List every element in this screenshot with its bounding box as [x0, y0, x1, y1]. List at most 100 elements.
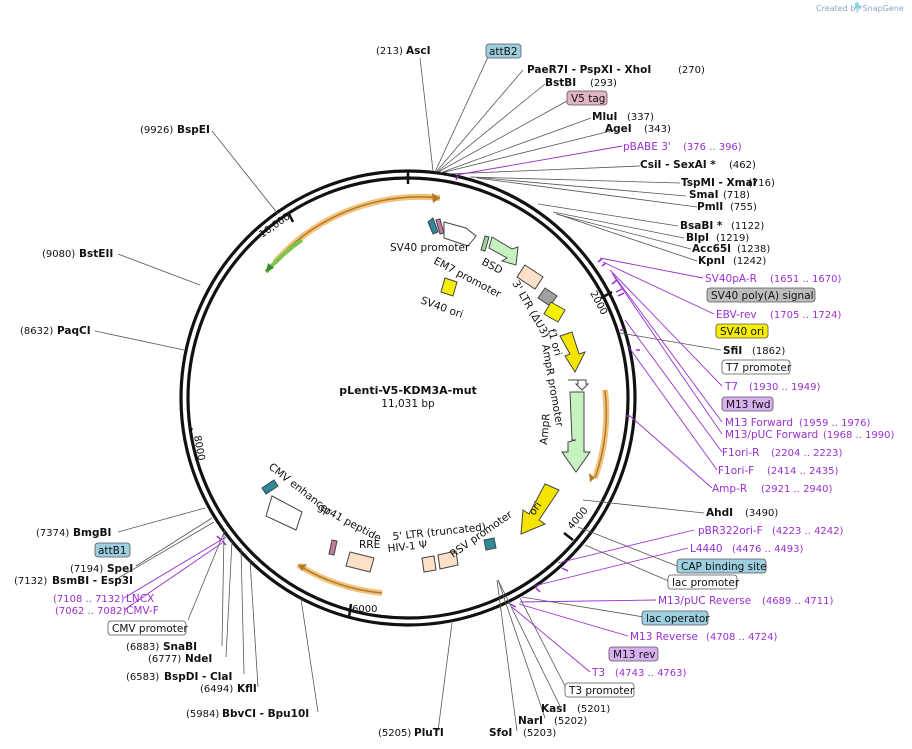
feature-3ltr — [516, 264, 544, 290]
label-cmv-promoter: CMV promoter — [112, 623, 188, 635]
label-bsteii: BstEII — [79, 248, 113, 260]
feature-ori — [520, 483, 560, 535]
feature-cmv-enhancer — [265, 495, 303, 531]
label-sv40pa-r-pos: (1651 .. 1670) — [770, 274, 842, 285]
label-pbr322ori-f: pBR322ori-F — [698, 525, 763, 537]
left-labels: (213) AscI (9926) BspEI (9080) BstEII (8… — [14, 45, 444, 739]
primer-marks — [216, 175, 640, 608]
feature-label-sv40-ori: SV40 ori — [419, 295, 465, 321]
label-amp-r: Amp-R — [712, 483, 747, 495]
label-pbr322ori-f-pos: (4223 .. 4242) — [772, 526, 844, 537]
feature-label-ampr: AmpR — [538, 413, 553, 445]
label-acc65i: Acc65I — [692, 243, 731, 255]
label-m13-puc-forward: M13/pUC Forward — [725, 429, 818, 441]
label-csii-pos: (462) — [729, 160, 756, 171]
orf-arrow-bottom — [298, 564, 307, 571]
label-t7: T7 — [724, 381, 738, 393]
label-kpni-pos: (1242) — [733, 256, 766, 267]
label-bstbi-pos: (293) — [590, 78, 617, 89]
orf-arrow-top — [432, 193, 440, 203]
label-acc65i-pos: (1238) — [737, 244, 770, 255]
feature-hiv-psi — [421, 555, 437, 573]
label-cmv-f-pos: (7062 .. 7082) — [55, 606, 127, 617]
label-paer7i-pos: (270) — [678, 65, 705, 76]
label-bbvci-pos: (5984) — [186, 709, 219, 720]
plasmid-size: 11,031 bp — [381, 398, 435, 410]
label-sv40pa-r: SV40pA-R — [705, 273, 757, 285]
label-kasi: KasI — [541, 703, 566, 715]
label-sfii: SfiI — [723, 345, 742, 357]
label-ndei-pos: (6777) — [148, 654, 181, 665]
label-t3-pos: (4743 .. 4763) — [615, 668, 687, 679]
label-bstbi: BstBI — [545, 77, 576, 89]
label-pmli: PmlI — [697, 201, 723, 213]
feature-bsd — [488, 236, 519, 266]
label-snabi-pos: (6883) — [126, 642, 159, 653]
tick-label-8000: 8000 — [191, 435, 206, 462]
label-sv40-polya: SV40 poly(A) signal — [711, 290, 814, 302]
label-m13-puc-forward-pos: (1968 .. 1990) — [823, 430, 895, 441]
label-cmv-f: CMV-F — [126, 605, 159, 617]
label-pluti-pos: (5205) — [378, 728, 411, 739]
label-csii: CsiI - SexAI * — [640, 159, 716, 171]
label-spei: SpeI — [107, 563, 133, 575]
label-kfli: KflI — [237, 683, 257, 695]
label-m13-fwd: M13 fwd — [726, 399, 771, 411]
label-asci-pos: (213) — [376, 46, 403, 57]
feature-shapes — [261, 217, 591, 573]
label-mlui-pos: (337) — [627, 112, 654, 123]
label-l4440-pos: (4476 .. 4493) — [732, 544, 804, 555]
label-paer7i: PaeR7I - PspXI - XhoI — [527, 64, 651, 76]
label-ndei: NdeI — [185, 653, 212, 665]
feature-label-bsd: BSD — [480, 256, 505, 277]
label-cap-binding-site: CAP binding site — [681, 561, 767, 573]
label-mlui: MluI — [592, 111, 617, 123]
label-tspmi: TspMI - XmaI — [681, 177, 757, 189]
label-bmgbi: BmgBI — [73, 527, 111, 539]
label-m13-forward-pos: (1959 .. 1976) — [799, 418, 871, 429]
label-bsmbi-pos: (7132) — [14, 576, 47, 587]
site-leader-lines — [94, 56, 722, 732]
label-sfoi-pos: (5203) — [523, 728, 556, 739]
label-bspdi: BspDI - ClaI — [164, 671, 232, 683]
label-kasi-pos: (5201) — [577, 704, 610, 715]
label-bsabi: BsaBI * — [680, 220, 723, 232]
feature-sv40-promoter — [443, 221, 477, 247]
label-v5-tag: V5 tag — [571, 93, 605, 105]
label-pbabe3-pos: (376 .. 396) — [683, 142, 742, 153]
label-nari-pos: (5202) — [554, 716, 587, 727]
label-t3: T3 — [591, 667, 605, 679]
snapgene-logo-icon — [855, 2, 862, 9]
label-pluti: PluTI — [414, 727, 444, 739]
label-pmli-pos: (755) — [730, 202, 757, 213]
label-bbvci: BbvCI - Bpu10I — [222, 708, 309, 720]
label-smai-pos: (718) — [723, 190, 750, 201]
label-ebv-rev-pos: (1705 .. 1724) — [770, 310, 842, 321]
label-m13-puc-reverse-pos: (4689 .. 4711) — [762, 596, 834, 607]
feature-attb1 — [261, 479, 279, 495]
label-paqci: PaqCI — [57, 325, 91, 337]
label-kfli-pos: (6494) — [200, 684, 233, 695]
feature-rre — [345, 551, 375, 573]
label-kpni: KpnI — [698, 255, 725, 267]
feature-gp41 — [328, 539, 338, 556]
feature-ampr — [561, 391, 591, 473]
label-blpi: BlpI — [686, 232, 709, 244]
label-bsabi-pos: (1122) — [731, 221, 764, 232]
label-m13-puc-reverse: M13/pUC Reverse — [658, 595, 751, 607]
label-amp-r-pos: (2921 .. 2940) — [761, 484, 833, 495]
label-t7-promoter: T7 promoter — [725, 362, 792, 374]
label-lncx-pos: (7108 .. 7132) — [53, 594, 125, 605]
label-sfii-pos: (1862) — [752, 346, 785, 357]
scale-ticks — [188, 171, 613, 618]
feature-sv40-ori-small — [440, 277, 458, 297]
label-tspmi-pos: (716) — [748, 178, 775, 189]
label-ebv-rev: EBV-rev — [716, 309, 757, 321]
label-bspdi-pos: (6583) — [126, 672, 159, 683]
label-spei-pos: (7194) — [70, 564, 103, 575]
label-bmgbi-pos: (7374) — [36, 528, 69, 539]
label-sv40-ori: SV40 ori — [720, 326, 764, 338]
feature-sv40-ori-shape — [543, 301, 566, 323]
label-ahdi-pos: (3490) — [745, 508, 778, 519]
tick-label-6000: 6000 — [352, 604, 377, 615]
